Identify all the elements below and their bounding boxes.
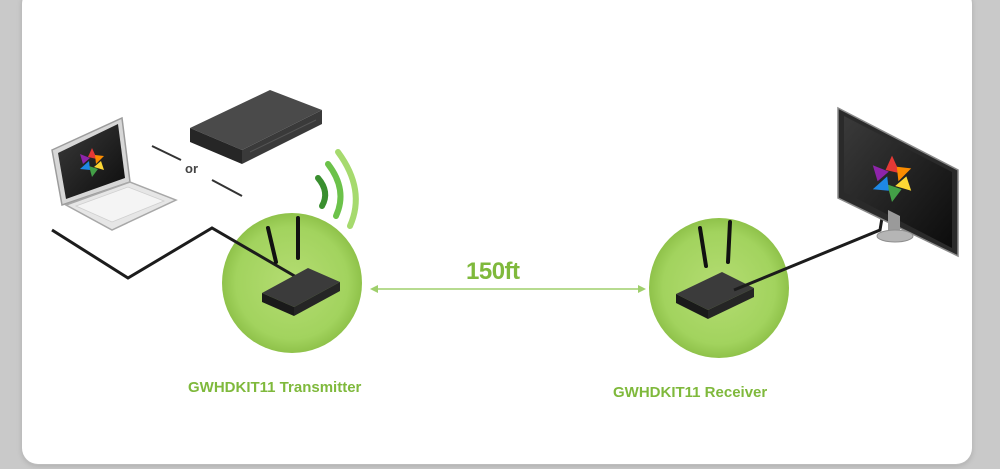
set-top-box-icon bbox=[190, 90, 322, 164]
wifi-signal-icon bbox=[315, 149, 359, 229]
diagram-card bbox=[22, 0, 972, 464]
distance-label: 150ft bbox=[466, 258, 520, 285]
transmitter-device-icon bbox=[262, 216, 340, 316]
receiver-device-icon bbox=[676, 220, 754, 319]
transmitter-label: GWHDKIT11 Transmitter bbox=[188, 379, 362, 396]
receiver-label: GWHDKIT11 Receiver bbox=[613, 384, 768, 401]
or-left-dash bbox=[151, 145, 182, 161]
distance-arrow bbox=[370, 285, 646, 293]
or-right-dash bbox=[211, 179, 243, 197]
hdmi-cable-transmitter bbox=[51, 226, 299, 280]
monitor-icon bbox=[837, 106, 959, 258]
laptop-icon bbox=[51, 116, 178, 231]
or-label: or bbox=[185, 161, 198, 176]
